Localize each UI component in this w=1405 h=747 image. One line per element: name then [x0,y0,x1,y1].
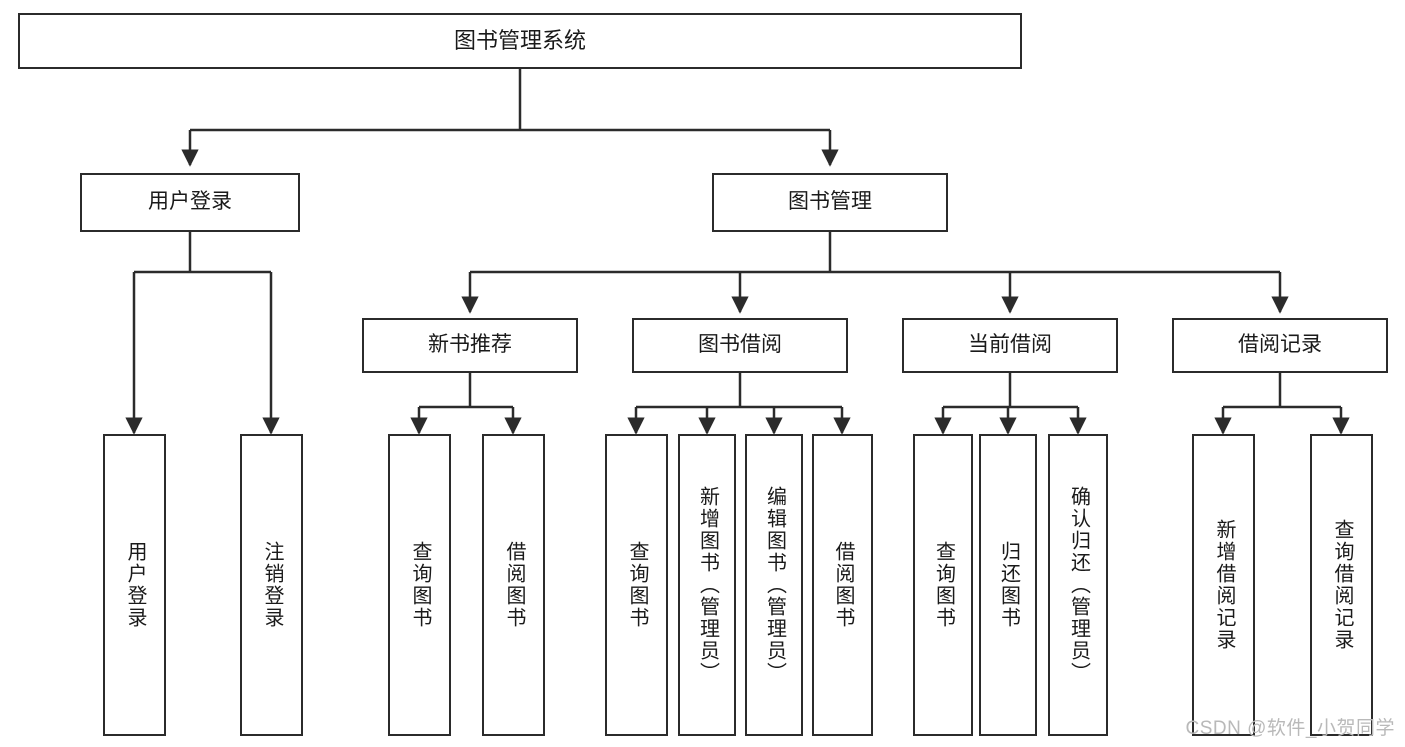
node-borrow-record-label: 借阅记录 [1238,333,1322,357]
node-leaf-borrow-book-1[interactable]: 借阅图书 [482,434,545,736]
node-current-borrow[interactable]: 当前借阅 [902,318,1118,373]
node-leaf-query-book-2[interactable]: 查询图书 [605,434,668,736]
node-root[interactable]: 图书管理系统 [18,13,1022,69]
node-leaf-logout-login-label: 注销登录 [261,541,283,629]
node-book-management[interactable]: 图书管理 [712,173,948,232]
node-leaf-query-borrow-record-label: 查询借阅记录 [1331,519,1353,651]
node-leaf-query-book-1-label: 查询图书 [409,541,431,629]
node-leaf-borrow-book-2[interactable]: 借阅图书 [812,434,873,736]
node-leaf-borrow-book-1-label: 借阅图书 [503,541,525,629]
node-book-borrow-label: 图书借阅 [698,333,782,357]
node-leaf-user-login-label: 用户登录 [124,541,146,629]
node-leaf-add-book[interactable]: 新增图书（管理员） [678,434,736,736]
node-borrow-record[interactable]: 借阅记录 [1172,318,1388,373]
node-leaf-query-book-2-label: 查询图书 [626,541,648,629]
node-leaf-query-book-3-label: 查询图书 [932,541,955,629]
node-leaf-confirm-return-label: 确认归还（管理员） [1067,486,1090,684]
node-leaf-return-book[interactable]: 归还图书 [979,434,1037,736]
csdn-watermark: CSDN @软件_小贺同学 [1185,718,1395,739]
node-leaf-query-book-1[interactable]: 查询图书 [388,434,451,736]
node-user-login[interactable]: 用户登录 [80,173,300,232]
node-leaf-logout-login[interactable]: 注销登录 [240,434,303,736]
node-leaf-return-book-label: 归还图书 [997,541,1020,629]
node-new-book-recommend-label: 新书推荐 [428,333,512,357]
node-leaf-edit-book[interactable]: 编辑图书（管理员） [745,434,803,736]
node-user-login-label: 用户登录 [148,190,232,214]
node-leaf-user-login[interactable]: 用户登录 [103,434,166,736]
node-leaf-add-borrow-record[interactable]: 新增借阅记录 [1192,434,1255,736]
node-new-book-recommend[interactable]: 新书推荐 [362,318,578,373]
node-leaf-edit-book-label: 编辑图书（管理员） [763,486,786,684]
node-current-borrow-label: 当前借阅 [968,333,1052,357]
node-book-management-label: 图书管理 [788,190,872,214]
node-leaf-borrow-book-2-label: 借阅图书 [832,541,854,629]
node-leaf-query-book-3[interactable]: 查询图书 [913,434,973,736]
node-book-borrow[interactable]: 图书借阅 [632,318,848,373]
node-leaf-add-book-label: 新增图书（管理员） [696,486,719,684]
node-root-label: 图书管理系统 [453,28,586,54]
node-leaf-query-borrow-record[interactable]: 查询借阅记录 [1310,434,1373,736]
node-leaf-confirm-return[interactable]: 确认归还（管理员） [1048,434,1108,736]
node-leaf-add-borrow-record-label: 新增借阅记录 [1213,519,1235,651]
